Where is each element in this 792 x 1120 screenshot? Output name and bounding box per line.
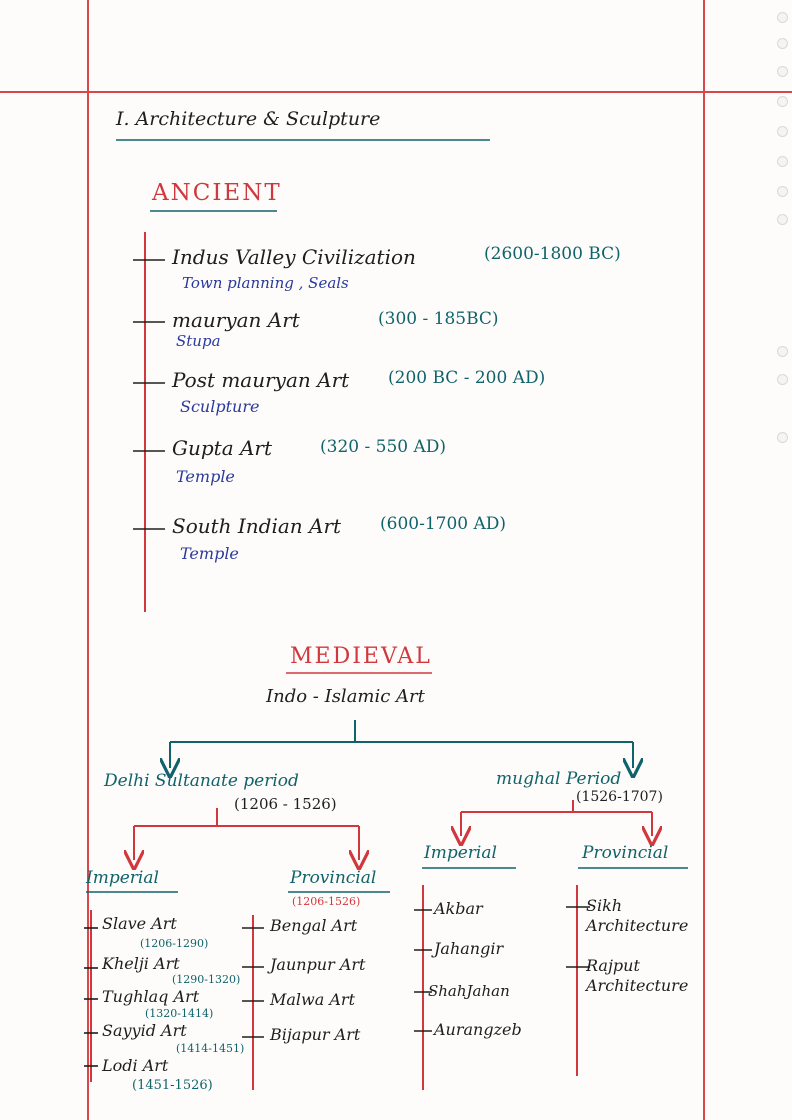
delhi-imperial-item-dates: (1414-1451)	[176, 1042, 245, 1055]
delhi-imperial-label: Imperial	[86, 868, 159, 888]
delhi-imperial-item: Lodi Art	[102, 1056, 169, 1075]
punch-hole	[777, 38, 788, 49]
ancient-item-note: Stupa	[176, 332, 221, 350]
right-margin-line	[703, 0, 705, 1120]
delhi-imperial-item: Slave Art	[102, 914, 177, 933]
punch-hole	[777, 66, 788, 77]
punch-hole	[777, 96, 788, 107]
delhi-provincial-item: Bijapur Art	[270, 1025, 361, 1044]
mughal-imperial-item: Jahangir	[434, 939, 504, 958]
delhi-provincial-item: Bengal Art	[270, 916, 358, 935]
section-title: I. Architecture & Sculpture	[116, 108, 381, 130]
mughal-provincial-item: Sikh Architecture	[586, 896, 689, 935]
ancient-item-dates: (320 - 550 AD)	[320, 437, 447, 457]
ancient-item-dates: (600-1700 AD)	[380, 514, 507, 534]
delhi-imperial-item-dates: (1320-1414)	[145, 1007, 214, 1020]
punch-hole	[777, 346, 788, 357]
delhi-imperial-item-dates: (1206-1290)	[140, 937, 209, 950]
top-margin-line	[0, 91, 792, 93]
delhi-provincial-item: Malwa Art	[270, 990, 355, 1009]
mughal-imperial-label: Imperial	[424, 843, 497, 863]
delhi-imperial-item: Sayyid Art	[102, 1021, 187, 1040]
mughal-period-title: mughal Period	[496, 769, 622, 789]
punch-hole	[777, 186, 788, 197]
ancient-heading: ANCIENT	[152, 180, 282, 206]
mughal-provincial-item: Rajput Architecture	[586, 956, 689, 995]
punch-hole	[777, 374, 788, 385]
ancient-item-note: Temple	[176, 467, 235, 486]
punch-hole	[777, 12, 788, 23]
delhi-provincial-label: Provincial	[290, 868, 377, 888]
mughal-period-dates: (1526-1707)	[576, 789, 663, 805]
mughal-imperial-item: ShahJahan	[428, 982, 510, 1000]
delhi-sultanate-dates: (1206 - 1526)	[234, 795, 337, 813]
mughal-imperial-item: Akbar	[434, 899, 483, 918]
medieval-heading: MEDIEVAL	[290, 644, 432, 669]
ancient-item-name: South Indian Art	[172, 514, 342, 538]
ancient-item-note: Temple	[180, 544, 239, 563]
ancient-item-dates: (300 - 185BC)	[378, 309, 499, 329]
medieval-subheading: Indo - Islamic Art	[266, 686, 425, 707]
ancient-item-name: mauryan Art	[172, 308, 300, 332]
ancient-item-note: Town planning , Seals	[182, 274, 349, 292]
ancient-item-dates: (200 BC - 200 AD)	[388, 368, 546, 388]
punch-hole	[777, 156, 788, 167]
delhi-imperial-item-dates: (1290-1320)	[172, 973, 241, 986]
punch-hole	[777, 126, 788, 137]
delhi-provincial-dates: (1206-1526)	[292, 895, 361, 908]
delhi-imperial-item: Khelji Art	[102, 954, 180, 973]
ancient-item-name: Post mauryan Art	[172, 368, 350, 392]
delhi-imperial-item: Tughlaq Art	[102, 987, 200, 1006]
mughal-imperial-item: Aurangzeb	[434, 1020, 522, 1039]
delhi-provincial-item: Jaunpur Art	[270, 955, 366, 974]
ancient-item-note: Sculpture	[180, 397, 260, 416]
punch-hole	[777, 214, 788, 225]
ancient-item-dates: (2600-1800 BC)	[484, 244, 621, 264]
left-margin-line	[87, 0, 89, 1120]
ancient-item-name: Indus Valley Civilization	[172, 245, 416, 269]
delhi-sultanate-title: Delhi Sultanate period	[104, 771, 299, 791]
mughal-provincial-label: Provincial	[582, 843, 669, 863]
delhi-imperial-item-dates: (1451-1526)	[132, 1078, 213, 1093]
ancient-item-name: Gupta Art	[172, 436, 273, 460]
punch-hole	[777, 432, 788, 443]
